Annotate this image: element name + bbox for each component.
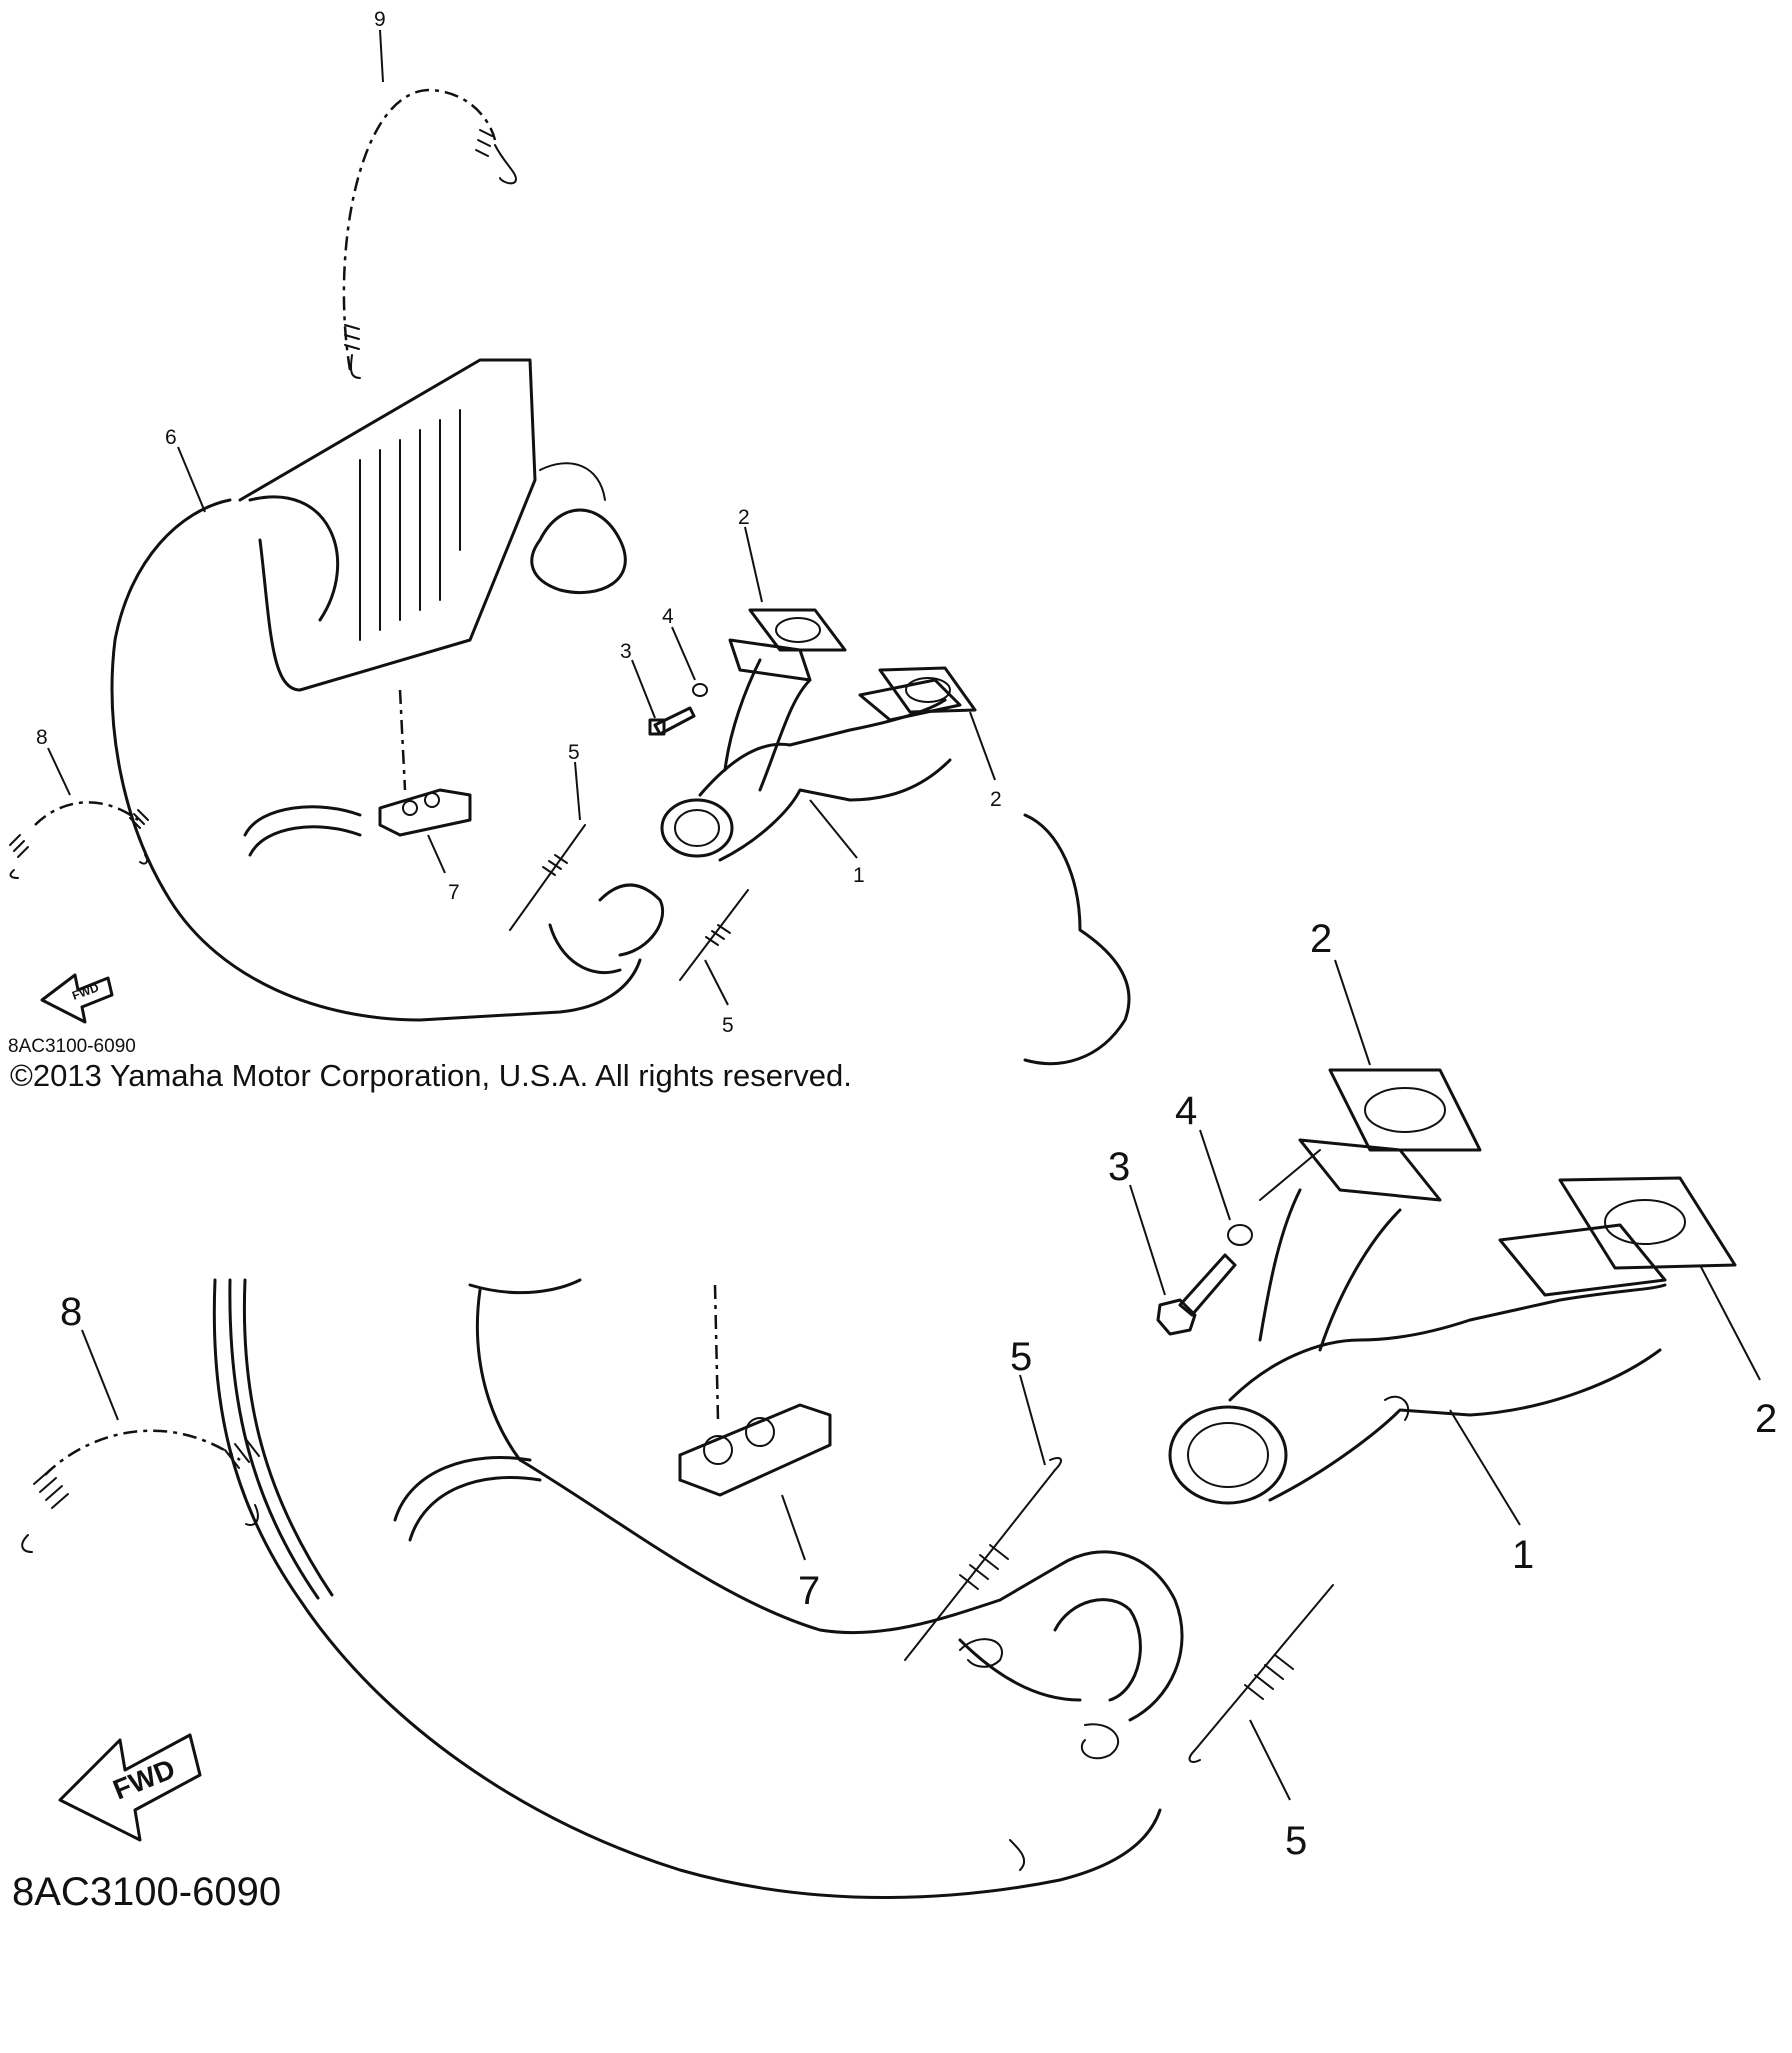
fwd-label-small: FWD xyxy=(70,980,101,1003)
detail-callout-2a: 2 xyxy=(1310,917,1332,961)
detail-callout-7: 7 xyxy=(798,1569,820,1613)
callout-1: 1 xyxy=(853,864,865,887)
detail-part-2-gaskets: 2 2 xyxy=(1310,917,1777,1441)
part-8-wire: 8 xyxy=(9,726,149,879)
fwd-arrow-icon: FWD xyxy=(40,973,114,1024)
part-9-wire: 9 xyxy=(342,8,517,379)
callout-7: 7 xyxy=(448,881,460,904)
callout-2b: 2 xyxy=(990,788,1002,811)
detail-callout-8: 8 xyxy=(60,1290,82,1334)
detail-part-5-springs: 5 5 xyxy=(904,1335,1334,1863)
detail-part-3-4-bolt: 3 4 xyxy=(1108,1089,1321,1336)
part-6-muffler: 6 xyxy=(110,358,665,1022)
callout-3: 3 xyxy=(620,640,632,663)
callout-9: 9 xyxy=(374,8,386,31)
detail-part-1-y-pipe: 1 xyxy=(1168,1138,1667,1577)
copyright-notice: ©2013 Yamaha Motor Corporation, U.S.A. A… xyxy=(10,1058,852,1093)
part-2-gaskets: 2 2 xyxy=(738,506,1002,811)
detail-callout-3: 3 xyxy=(1108,1145,1130,1189)
detail-part-7-bracket: 7 xyxy=(678,1284,832,1613)
callout-8: 8 xyxy=(36,726,48,749)
muffler-outlet-partial xyxy=(1023,813,1131,1066)
detail-part-8-wire: 8 xyxy=(21,1290,260,1553)
part-5-springs: 5 5 xyxy=(509,741,749,1037)
callout-4: 4 xyxy=(662,605,674,628)
detail-callout-2b: 2 xyxy=(1755,1397,1777,1441)
part-3-4-bolt: 3 4 xyxy=(620,605,708,736)
detail-callout-1: 1 xyxy=(1512,1533,1534,1577)
part-code-large: 8AC3100-6090 xyxy=(12,1870,281,1914)
detail-view: 7 8 5 5 xyxy=(12,917,1777,1914)
callout-2a: 2 xyxy=(738,506,750,529)
callout-5a: 5 xyxy=(568,741,580,764)
callout-6: 6 xyxy=(165,426,177,449)
detail-callout-5b: 5 xyxy=(1285,1819,1307,1863)
fwd-arrow-icon: FWD xyxy=(58,1733,202,1842)
part-1-y-pipe: 1 xyxy=(660,638,962,887)
overview-view: 9 6 7 xyxy=(8,8,1131,1066)
callout-5b: 5 xyxy=(722,1014,734,1037)
detail-callout-4: 4 xyxy=(1175,1089,1197,1133)
part-code-small: 8AC3100-6090 xyxy=(8,1036,136,1057)
detail-muffler xyxy=(212,1278,1184,1899)
detail-callout-5a: 5 xyxy=(1010,1335,1032,1379)
part-7-bracket: 7 xyxy=(378,689,472,904)
